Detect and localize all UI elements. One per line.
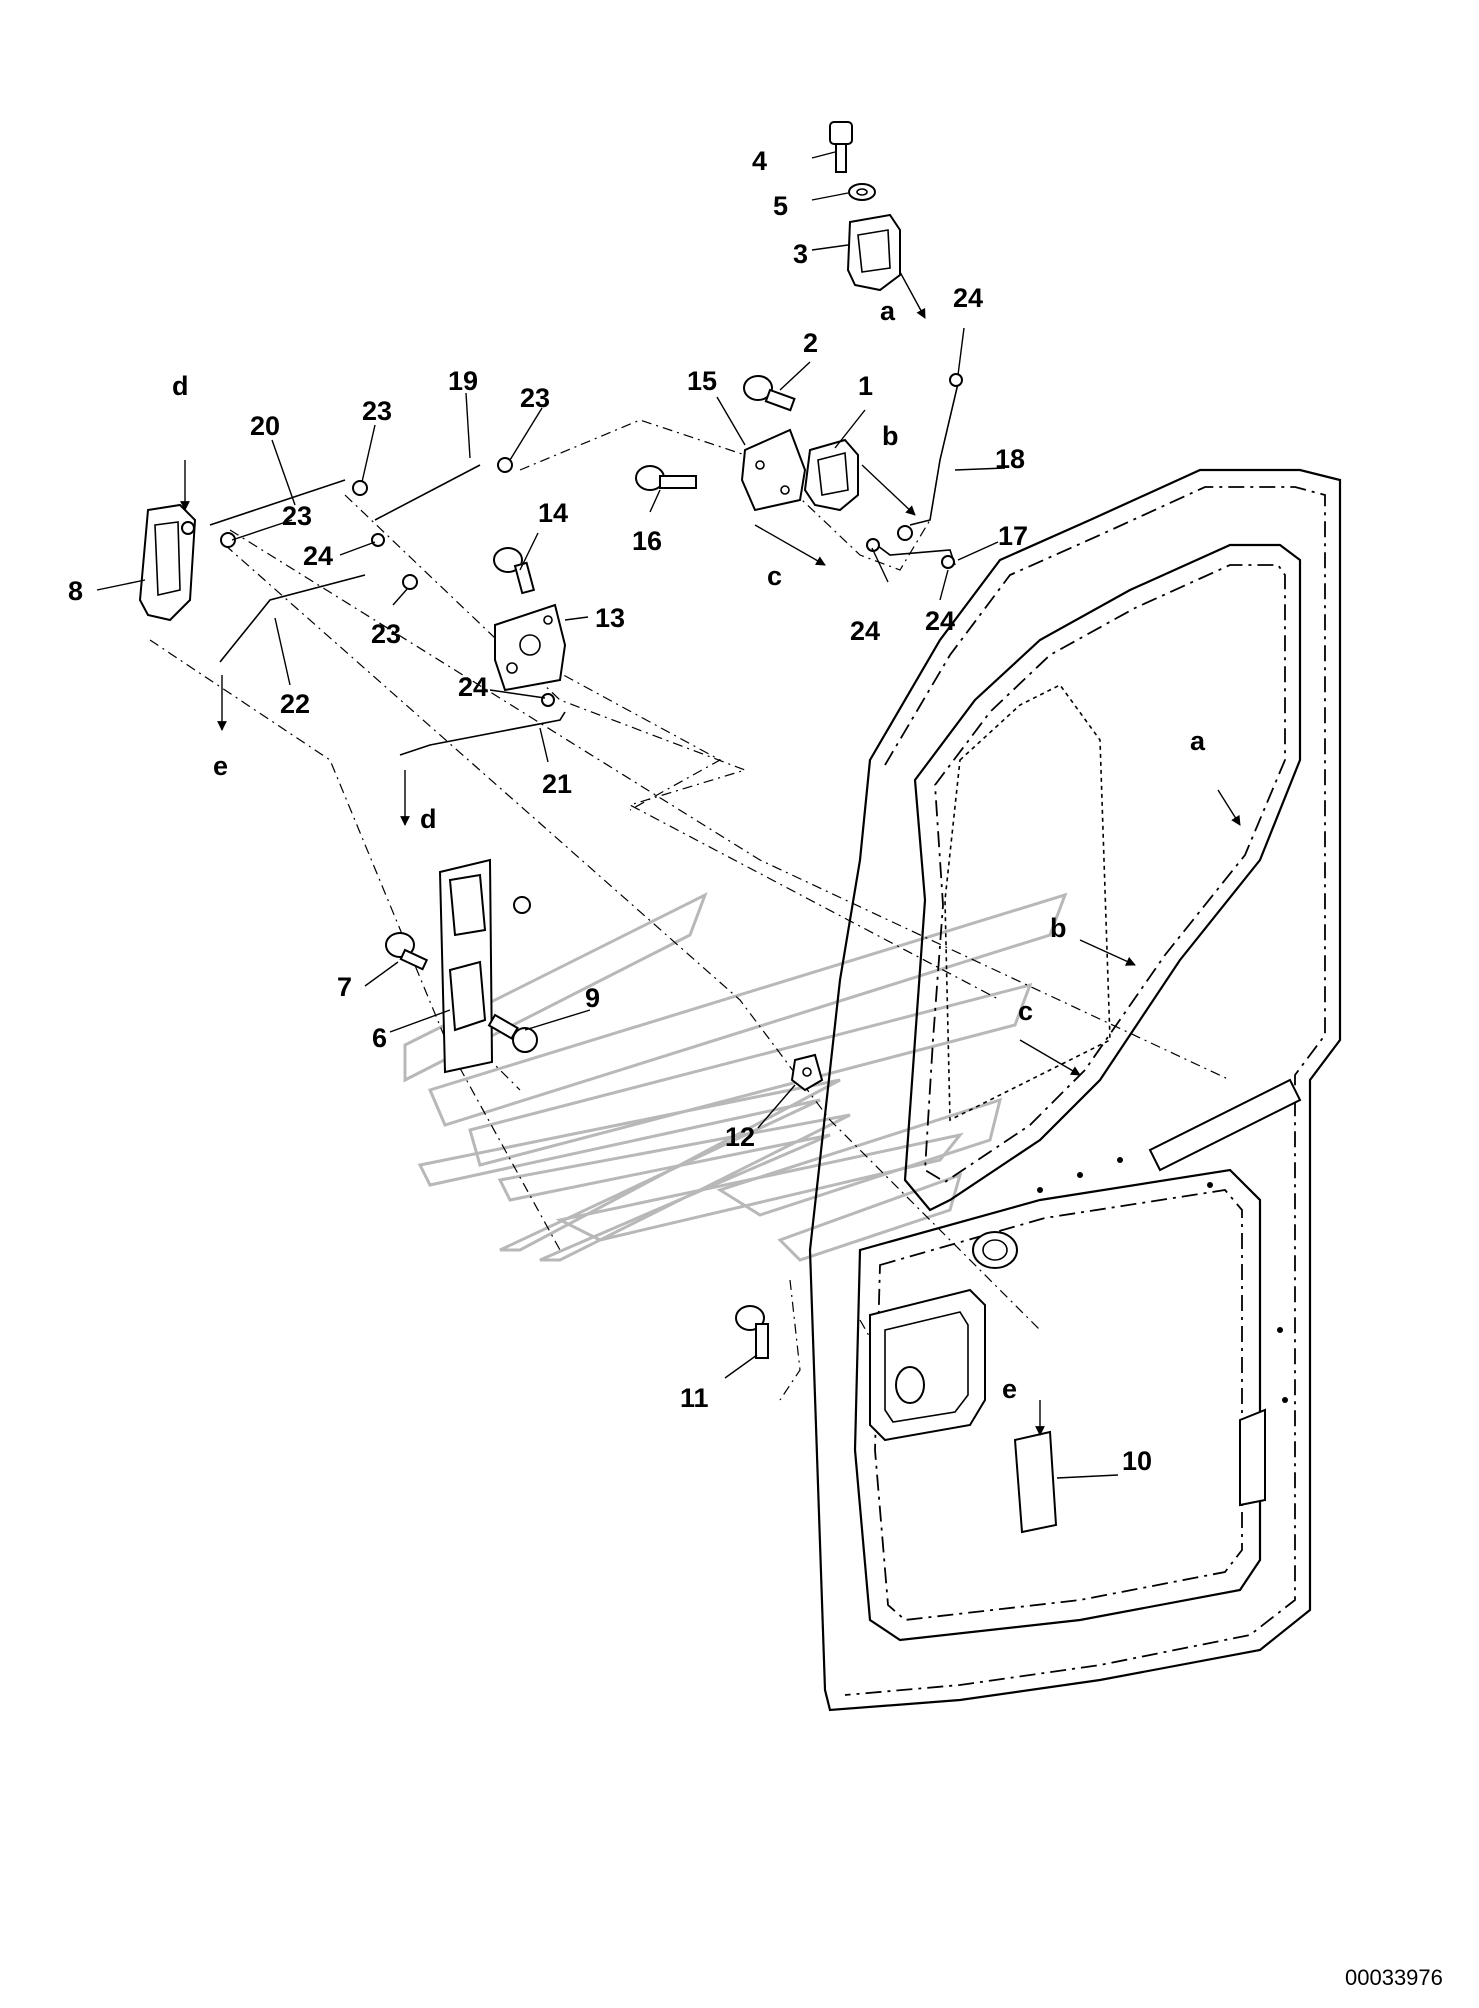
ref-e-door: e <box>1002 1374 1017 1404</box>
callout-1: 1 <box>858 371 873 401</box>
part-22-rod <box>219 574 366 663</box>
ref-c-top: c <box>767 561 782 591</box>
part-19-rod <box>374 464 481 521</box>
callout-10: 10 <box>1122 1446 1152 1476</box>
callout-19: 19 <box>448 366 478 396</box>
callout-5: 5 <box>773 191 788 221</box>
callout-3: 3 <box>793 239 808 269</box>
callout-18: 18 <box>995 444 1025 474</box>
callout-12: 12 <box>725 1122 755 1152</box>
reference-letters: a a b b c c d d e e <box>172 296 1206 1404</box>
callout-23-left: 23 <box>362 396 392 426</box>
assembly-lines <box>149 419 1231 1421</box>
part-24-clip <box>949 373 963 387</box>
part-4-bolt <box>829 121 853 173</box>
callout-9: 9 <box>585 983 600 1013</box>
watermark-logo <box>403 891 1068 1262</box>
door-frame <box>808 468 1342 1712</box>
callout-7: 7 <box>337 972 352 1002</box>
part-11-bolt <box>735 1305 769 1359</box>
part-12-catch <box>790 1053 824 1092</box>
part-24-clip <box>941 555 955 569</box>
parts <box>138 121 1058 1534</box>
part-15-plate <box>740 428 807 512</box>
ref-e-top: e <box>213 751 228 781</box>
part-16-bolt <box>635 465 697 491</box>
part-7-bolt <box>385 932 429 971</box>
part-8-outer-handle <box>138 503 197 622</box>
callout-2: 2 <box>803 328 818 358</box>
callout-21: 21 <box>542 769 572 799</box>
ref-a-door: a <box>1190 726 1206 756</box>
part-2-bolt <box>743 375 796 412</box>
callout-22: 22 <box>280 689 310 719</box>
part-18-rod <box>909 374 961 526</box>
ref-d-top: d <box>172 371 189 401</box>
part-6-latch-assembly <box>438 858 531 1074</box>
part-24-clip <box>541 693 555 707</box>
part-23-clip <box>220 532 236 548</box>
ref-b-door: b <box>1050 913 1067 943</box>
callout-23-top: 23 <box>520 383 550 413</box>
callout-6: 6 <box>372 1023 387 1053</box>
callout-16: 16 <box>632 526 662 556</box>
part-9-bolt <box>487 1013 538 1053</box>
callout-23-low: 23 <box>371 619 401 649</box>
reference-arrows <box>180 271 1241 1436</box>
ref-c-door: c <box>1018 996 1033 1026</box>
part-13-lock-plate <box>494 603 567 692</box>
callout-24-top: 24 <box>953 283 983 313</box>
part-23-clip <box>497 457 513 473</box>
part-3-striker <box>846 213 901 292</box>
callout-8: 8 <box>68 576 83 606</box>
part-23-clip <box>352 480 368 496</box>
part-23-clip <box>402 574 418 590</box>
ref-d-low: d <box>420 804 437 834</box>
ref-a-top: a <box>880 296 896 326</box>
callout-24-right: 24 <box>925 606 955 636</box>
part-10-inner-handle <box>1013 1430 1058 1534</box>
part-1-lock <box>803 438 913 541</box>
callout-13: 13 <box>595 603 625 633</box>
callout-24-mid: 24 <box>850 616 880 646</box>
part-5-washer <box>848 183 876 201</box>
part-14-bolt <box>493 547 536 595</box>
callout-24-lock: 24 <box>458 672 488 702</box>
callout-24-left: 24 <box>303 541 333 571</box>
part-24-clip <box>371 533 385 547</box>
callout-17: 17 <box>998 521 1028 551</box>
callout-4: 4 <box>752 146 767 176</box>
callout-numbers: 4 5 3 2 1 15 16 18 17 24 24 24 19 23 20 … <box>68 146 1152 1476</box>
document-id: 00033976 <box>1345 1965 1443 1990</box>
callout-11: 11 <box>680 1383 709 1413</box>
ref-b-top: b <box>882 421 899 451</box>
callout-23-handle: 23 <box>282 501 312 531</box>
part-21-rod <box>399 711 566 756</box>
callout-14: 14 <box>538 498 568 528</box>
callout-20: 20 <box>250 411 280 441</box>
part-20-rod <box>209 479 346 526</box>
callout-15: 15 <box>687 366 717 396</box>
callout-leaders <box>96 151 1119 1479</box>
